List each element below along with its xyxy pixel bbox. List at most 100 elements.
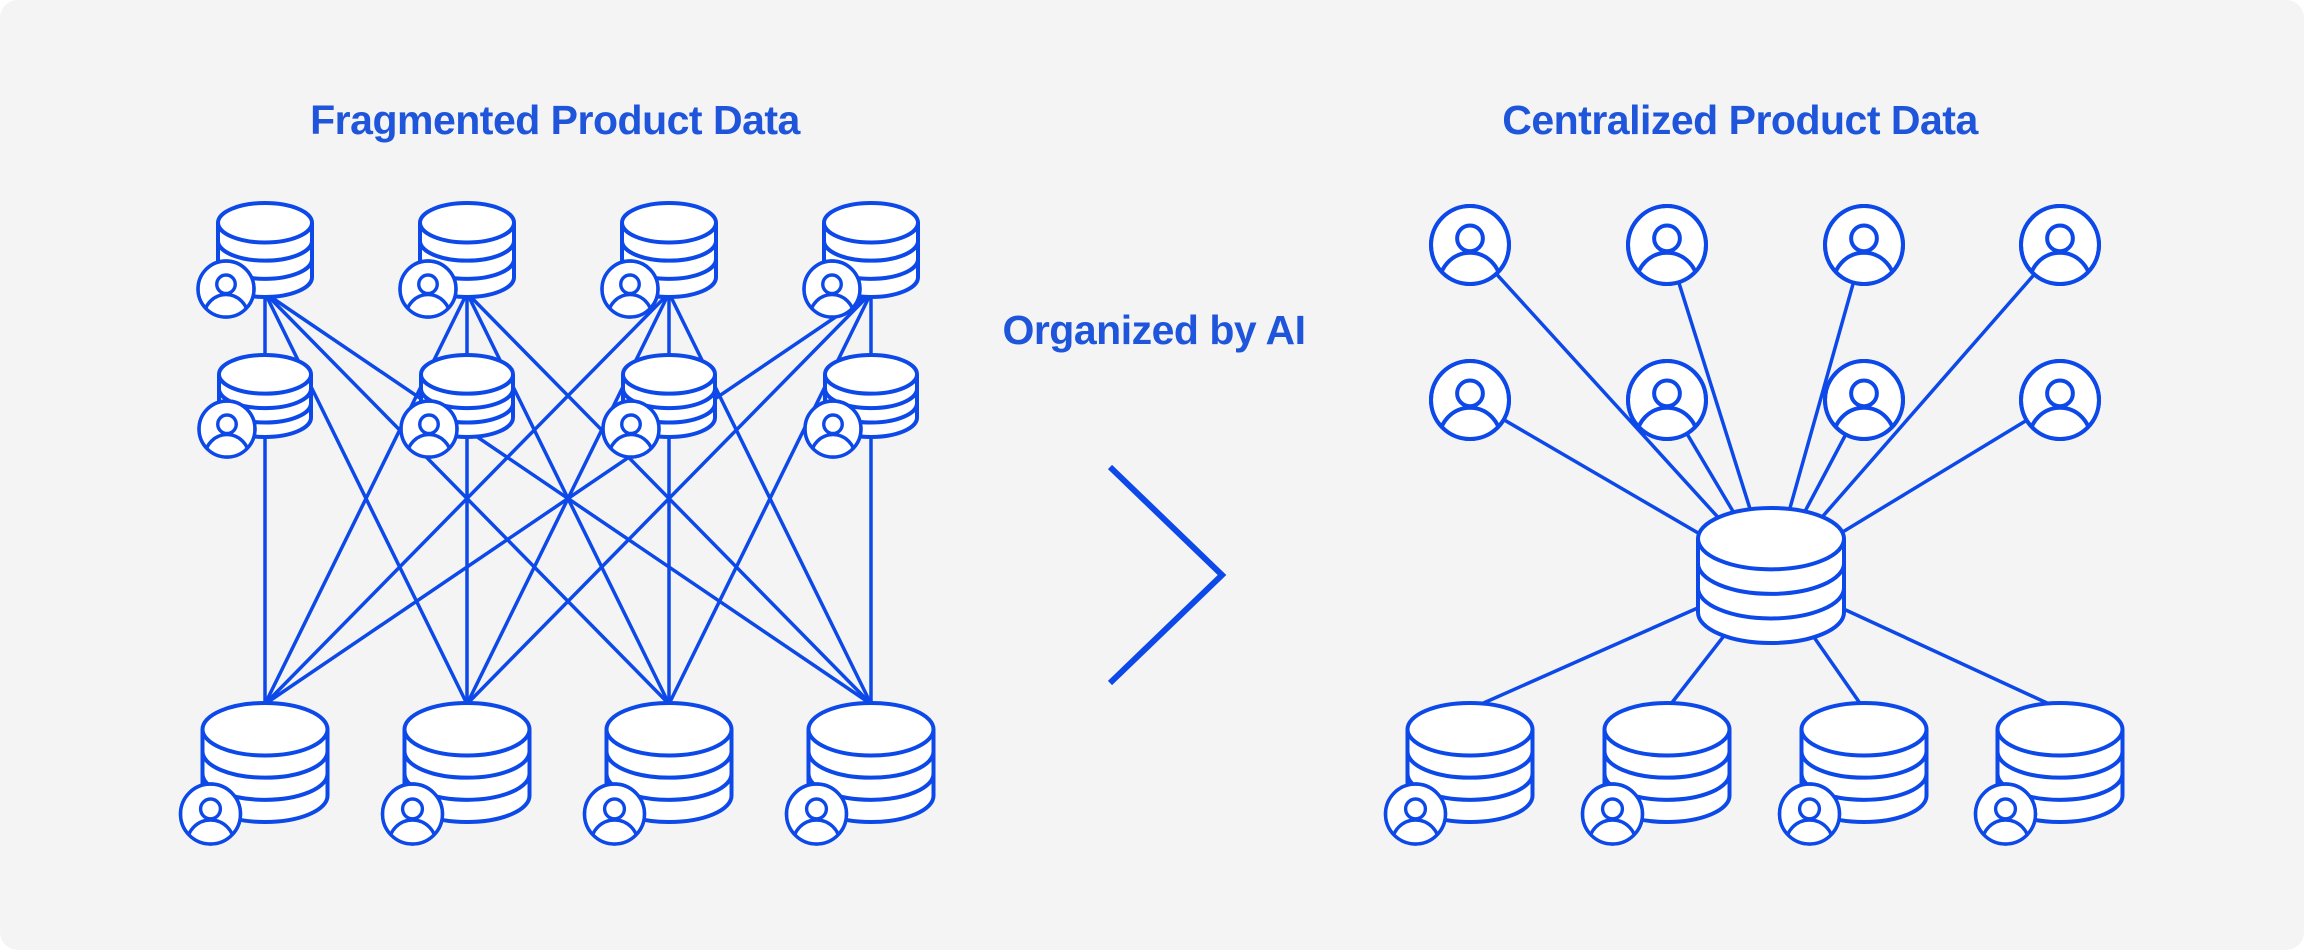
database-band xyxy=(1696,587,1846,621)
user-head xyxy=(619,273,641,296)
user-figure xyxy=(405,413,453,456)
user-rim xyxy=(784,782,849,846)
user-head xyxy=(1652,378,1682,409)
user-figure xyxy=(387,797,438,843)
database-with-user xyxy=(601,353,717,459)
user-rim xyxy=(1823,204,1905,286)
user-figure xyxy=(1831,378,1897,438)
database-band xyxy=(604,751,734,780)
user-rim xyxy=(2019,359,2101,441)
user-figure xyxy=(202,273,250,316)
user-figure xyxy=(1587,797,1638,843)
user-head xyxy=(417,273,439,296)
user-head xyxy=(400,797,425,821)
database-top xyxy=(217,353,313,396)
user-figure xyxy=(589,797,640,843)
user-rim xyxy=(1626,204,1708,286)
user-head xyxy=(1993,797,2018,821)
user-rim xyxy=(399,399,459,459)
user-head xyxy=(1849,378,1879,409)
user-icon xyxy=(1429,204,1511,286)
database-with-user xyxy=(582,701,734,846)
database-band xyxy=(822,240,920,263)
database-top xyxy=(419,353,515,396)
database-band xyxy=(217,388,313,411)
database-top xyxy=(418,201,516,245)
user-icon xyxy=(1626,359,1708,441)
user-figure xyxy=(404,273,452,316)
user-head xyxy=(2045,378,2075,409)
user-rim xyxy=(1580,782,1645,846)
user-shoulders xyxy=(1831,250,1897,283)
user-shoulders xyxy=(791,818,842,843)
user-shoulders xyxy=(1587,818,1638,843)
user-figure xyxy=(1437,378,1503,438)
database-top xyxy=(823,353,919,396)
database-top xyxy=(1696,505,1846,572)
user-icon xyxy=(601,399,661,459)
user-icon xyxy=(802,259,862,319)
user-icon xyxy=(178,782,243,846)
user-head xyxy=(602,797,627,821)
user-rim xyxy=(1777,782,1842,846)
left-diagram-title: Fragmented Product Data xyxy=(310,97,801,143)
user-rim xyxy=(1823,359,1905,441)
user-icon xyxy=(784,782,849,846)
user-rim xyxy=(802,259,862,319)
database-icon xyxy=(418,201,516,299)
user-head xyxy=(198,797,223,821)
database-band xyxy=(806,751,936,780)
user-rim xyxy=(1973,782,2038,846)
database-with-user xyxy=(803,353,919,459)
user-shoulders xyxy=(1634,405,1700,438)
user-head xyxy=(1455,378,1485,409)
right-diagram-title: Centralized Product Data xyxy=(1502,97,1979,143)
database-with-user xyxy=(196,201,314,319)
user-shoulders xyxy=(2027,405,2093,438)
user-shoulders xyxy=(1437,250,1503,283)
user-shoulders xyxy=(203,432,251,456)
user-rim xyxy=(1429,204,1511,286)
fragmented-connections xyxy=(263,291,873,706)
user-figure xyxy=(791,797,842,843)
database-top xyxy=(216,201,314,245)
user-rim xyxy=(1429,359,1511,441)
database-with-user xyxy=(1973,701,2125,846)
user-head xyxy=(620,413,642,436)
user-shoulders xyxy=(606,292,654,316)
user-icon xyxy=(399,399,459,459)
user-shoulders xyxy=(387,818,438,843)
user-figure xyxy=(1634,378,1700,438)
database-icon xyxy=(1696,505,1846,645)
connection-line xyxy=(465,291,873,706)
user-rim xyxy=(601,399,661,459)
user-rim xyxy=(1626,359,1708,441)
database-band xyxy=(620,240,718,263)
user-head xyxy=(216,413,238,436)
database-top xyxy=(1602,701,1732,758)
user-head xyxy=(804,797,829,821)
user-shoulders xyxy=(1437,405,1503,438)
user-head xyxy=(1403,797,1428,821)
user-icon xyxy=(1429,359,1511,441)
user-head xyxy=(822,413,844,436)
user-figure xyxy=(2027,378,2093,438)
centralized-product-data xyxy=(1383,204,2125,846)
user-figure xyxy=(185,797,236,843)
user-figure xyxy=(1437,223,1503,283)
database-band xyxy=(418,240,516,263)
user-shoulders xyxy=(404,292,452,316)
user-icon xyxy=(1383,782,1448,846)
user-shoulders xyxy=(1390,818,1441,843)
user-shoulders xyxy=(1831,405,1897,438)
database-with-user xyxy=(197,353,313,459)
user-icon xyxy=(2019,359,2101,441)
database-top xyxy=(1405,701,1535,758)
user-rim xyxy=(2019,204,2101,286)
chevron-right-icon xyxy=(1107,464,1227,686)
user-head xyxy=(215,273,237,296)
user-icon xyxy=(1777,782,1842,846)
user-head xyxy=(2045,223,2075,254)
